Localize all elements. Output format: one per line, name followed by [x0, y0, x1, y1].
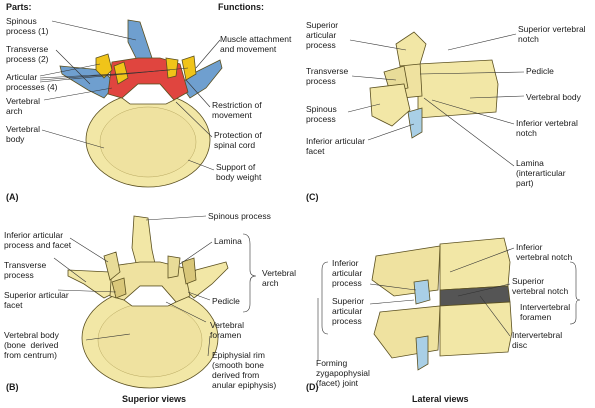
superior-articular-process-c: [395, 31, 427, 67]
label-protection-a: Protection of spinal cord: [214, 130, 262, 150]
label-inferior-facet-c: Inferior articular facet: [306, 136, 366, 156]
leader-lines-a: [39, 20, 221, 171]
label-spinous-c: Spinous process: [306, 104, 337, 124]
label-superior-art-d: Superior articular process: [332, 296, 365, 326]
label-transverse-c: Transverse process: [306, 66, 349, 86]
label-joint-d: Forming zygapophysial (facet) joint: [316, 358, 370, 388]
panel-label-b: (B): [6, 382, 19, 392]
panel-label-a: (A): [6, 192, 19, 202]
inferior-articular-process-b: [103, 251, 121, 281]
vertebral-body-c: [417, 59, 499, 119]
label-sup-notch-c: Superior vertebral notch: [518, 24, 586, 44]
label-articular-a: Articular processes (4): [6, 72, 58, 92]
caption-superior-views: Superior views: [122, 394, 187, 404]
facet-joint-upper-d: [413, 279, 431, 305]
lower-vertebral-body-d: [439, 301, 513, 357]
leader-lines-c: [347, 33, 525, 167]
vertebra-lateral: [369, 31, 499, 139]
label-inferior-art-d: Inferior articular process: [332, 258, 363, 288]
label-epiphysial-b: Epiphysial rim (smooth bone derived from…: [212, 350, 277, 390]
label-spinous-a: Spinous process (1): [6, 16, 49, 36]
label-body-c: Vertebral body: [526, 92, 581, 102]
label-superior-art-c: Superior articular process: [306, 20, 339, 50]
spinous-process-c: [369, 83, 411, 127]
label-arch-b: Vertebral arch: [262, 268, 297, 288]
label-restriction-a: Restriction of movement: [212, 100, 262, 120]
label-body-b: Vertebral body (bone derived from centru…: [4, 330, 59, 360]
label-body-a: Vertebral body: [6, 124, 41, 144]
leader-lines-d: [317, 247, 581, 360]
vertebra-superior-plain: [67, 215, 229, 389]
articular-process-4-a: [181, 55, 197, 81]
label-spinous-b: Spinous process: [208, 211, 271, 221]
label-inf-notch-c: Inferior vertebral notch: [516, 118, 578, 138]
label-arch-a: Vertebral arch: [6, 96, 41, 116]
articular-process-3-a: [165, 57, 179, 79]
leader-lines-b: [53, 215, 257, 357]
transverse-process-right-b: [181, 261, 229, 299]
label-pedicle-c: Pedicle: [526, 66, 554, 76]
panel-label-d: (D): [306, 382, 319, 392]
caption-lateral-views: Lateral views: [412, 394, 469, 404]
label-superior-facet-b: Superior articular facet: [4, 290, 69, 310]
panel-label-c: (C): [306, 192, 319, 202]
functions-header: Functions:: [218, 2, 264, 12]
upper-vertebral-body-d: [439, 237, 511, 291]
label-disc-d: Intervertebral disc: [512, 330, 563, 350]
articular-process-1-a: [95, 53, 113, 79]
vertebral-foramen-b: [123, 285, 177, 307]
label-transverse-a: Transverse process (2): [6, 44, 49, 64]
inferior-articular-facet-c: [407, 107, 423, 139]
superior-articular-facet-b: [111, 277, 127, 299]
spinous-process-a: [127, 19, 153, 63]
vertebra-superior-colored: [59, 19, 223, 188]
vertebral-column-lateral: [371, 237, 513, 371]
label-muscle-a: Muscle attachment and movement: [220, 34, 292, 54]
label-foramen-b: Vertebral foramen: [210, 320, 245, 340]
vertebral-foramen-a: [121, 83, 175, 105]
articular-process-2-a: [113, 61, 129, 85]
label-foramen-d: Intervertebral foramen: [520, 302, 571, 322]
label-lamina-b: Lamina: [214, 236, 242, 246]
parts-header: Parts:: [6, 2, 32, 12]
label-lamina-c: Lamina (interarticular part): [516, 158, 566, 188]
label-transverse-b: Transverse process: [4, 260, 47, 280]
label-inferior-art-b: Inferior articular process and facet: [4, 230, 72, 250]
label-support-a: Support of body weight: [216, 162, 262, 182]
label-pedicle-b: Pedicle: [212, 296, 240, 306]
label-inf-notch-d: Inferior vertebral notch: [516, 242, 573, 262]
label-sup-notch-d: Superior vertebral notch: [512, 276, 569, 296]
facet-joint-lower-d: [415, 335, 429, 371]
